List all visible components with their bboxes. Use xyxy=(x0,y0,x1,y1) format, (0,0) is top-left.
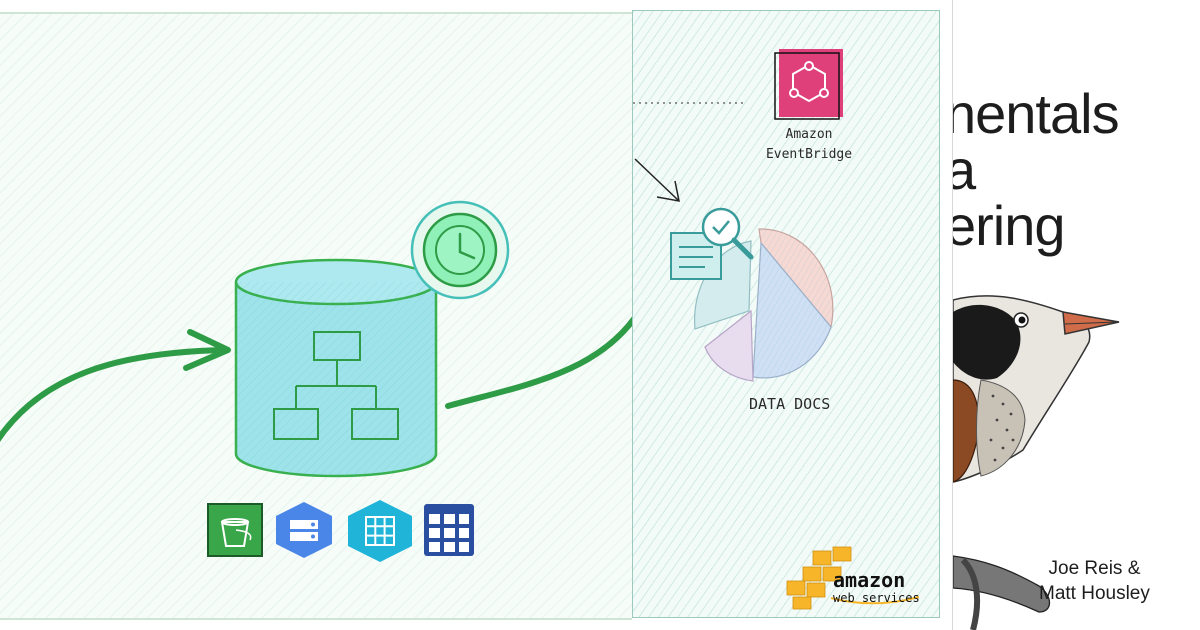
table-grid-icon xyxy=(424,504,474,556)
clock-icon xyxy=(410,200,510,300)
aws-logo-text: amazon web services xyxy=(833,568,920,605)
eventbridge-label: Amazon EventBridge xyxy=(765,127,853,162)
book-title-line-1: nentals xyxy=(952,82,1120,145)
grid-hexagon-icon xyxy=(348,500,412,562)
eventbridge-icon xyxy=(774,49,843,120)
bucket-icon xyxy=(207,503,263,557)
incoming-arrow xyxy=(0,329,231,443)
database-cylinder-icon xyxy=(234,258,438,478)
book-title-line-3: ering xyxy=(952,194,1066,257)
outgoing-arrow xyxy=(445,316,632,409)
aws-cubes-icon xyxy=(786,546,852,610)
left-diagram-panel xyxy=(0,12,632,620)
document-check-icon xyxy=(670,207,754,280)
middle-diagram-panel: Amazon EventBridge DATA DOCS amazon web … xyxy=(632,10,940,618)
bird-illustration-icon xyxy=(953,295,1120,630)
book-authors: Joe Reis & Matt Housley xyxy=(1039,558,1150,604)
book-cover-panel: nentals a ering Joe Reis & Matt Housley xyxy=(952,0,1200,630)
data-docs-label: DATA DOCS xyxy=(749,395,831,413)
aws-smile xyxy=(830,596,920,605)
storage-hexagon-icon xyxy=(276,502,332,558)
pointer-arrow xyxy=(634,158,680,202)
book-title-line-2: a xyxy=(953,142,976,198)
pie-chart-icon xyxy=(694,228,834,382)
